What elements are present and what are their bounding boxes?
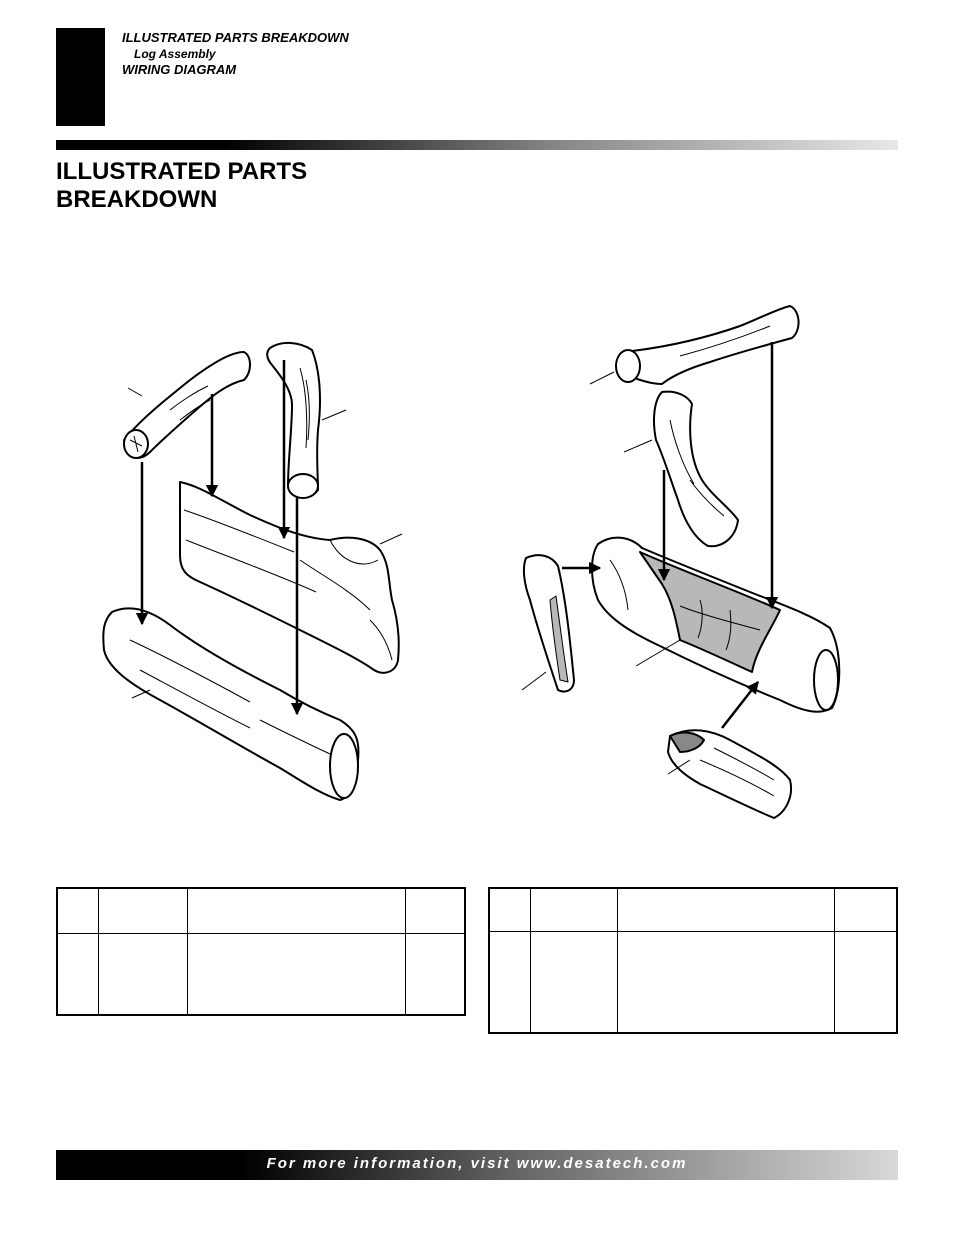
nav-item-illustrated-parts-breakdown[interactable]: ILLUSTRATED PARTS BREAKDOWN: [122, 30, 349, 45]
table-cell: [56, 887, 99, 934]
parts-table-left: [56, 887, 466, 1016]
branch-log-right-end: [615, 349, 641, 383]
table-cell: [530, 887, 618, 932]
main-log-right: [591, 536, 841, 713]
table-cell: [98, 887, 188, 934]
ember-log-right: [667, 729, 792, 819]
table-cell: [187, 932, 406, 1016]
table-row: [56, 932, 466, 1016]
parts-table-right: [488, 887, 898, 1034]
right-log-set: [522, 305, 841, 819]
table-cell: [834, 887, 898, 932]
rear-log-left: [179, 481, 400, 674]
nav-item-wiring-diagram[interactable]: WIRING DIAGRAM: [122, 62, 237, 77]
table-cell: [98, 932, 188, 1016]
main-log-right-end: [813, 649, 839, 711]
section-tab-marker: [56, 28, 105, 126]
right-leader-lines: [521, 371, 691, 775]
table-cell: [617, 930, 835, 1034]
curved-log-right: [653, 390, 739, 548]
table-row: [488, 930, 898, 1034]
left-assembly-arrows: [135, 360, 304, 716]
side-log-right: [522, 554, 575, 693]
table-cell: [405, 887, 466, 934]
table-header-row: [56, 887, 466, 934]
table-cell: [56, 932, 99, 1016]
front-log-left: [102, 607, 360, 801]
table-cell: [488, 930, 531, 1034]
table-cell: [187, 887, 406, 934]
curved-log-left: [266, 342, 321, 498]
branch-log-left: [123, 351, 251, 459]
table-cell: [617, 887, 835, 932]
branch-log-left-end: [123, 429, 149, 459]
curved-log-left-end: [287, 473, 319, 499]
left-leader-lines: [127, 387, 403, 699]
left-log-set: [102, 342, 400, 801]
table-cell: [834, 930, 898, 1034]
right-assembly-arrows: [562, 342, 779, 729]
header-gradient-rule: [56, 140, 898, 150]
front-log-left-end: [329, 733, 359, 799]
footer-website-link[interactable]: For more information, visit www.desatech…: [266, 1155, 688, 1172]
table-cell: [530, 930, 618, 1034]
branch-log-right: [619, 305, 800, 385]
table-cell: [405, 932, 466, 1016]
section-nav: ILLUSTRATED PARTS BREAKDOWN Log Assembly…: [122, 30, 349, 78]
table-header-row: [488, 887, 898, 932]
ember-shading: [639, 551, 781, 673]
footer-bar: For more information, visit www.desatech…: [56, 1150, 898, 1180]
nav-item-log-assembly[interactable]: Log Assembly: [134, 47, 216, 61]
page-title: ILLUSTRATED PARTS BREAKDOWN: [56, 158, 308, 213]
table-cell: [488, 887, 531, 932]
